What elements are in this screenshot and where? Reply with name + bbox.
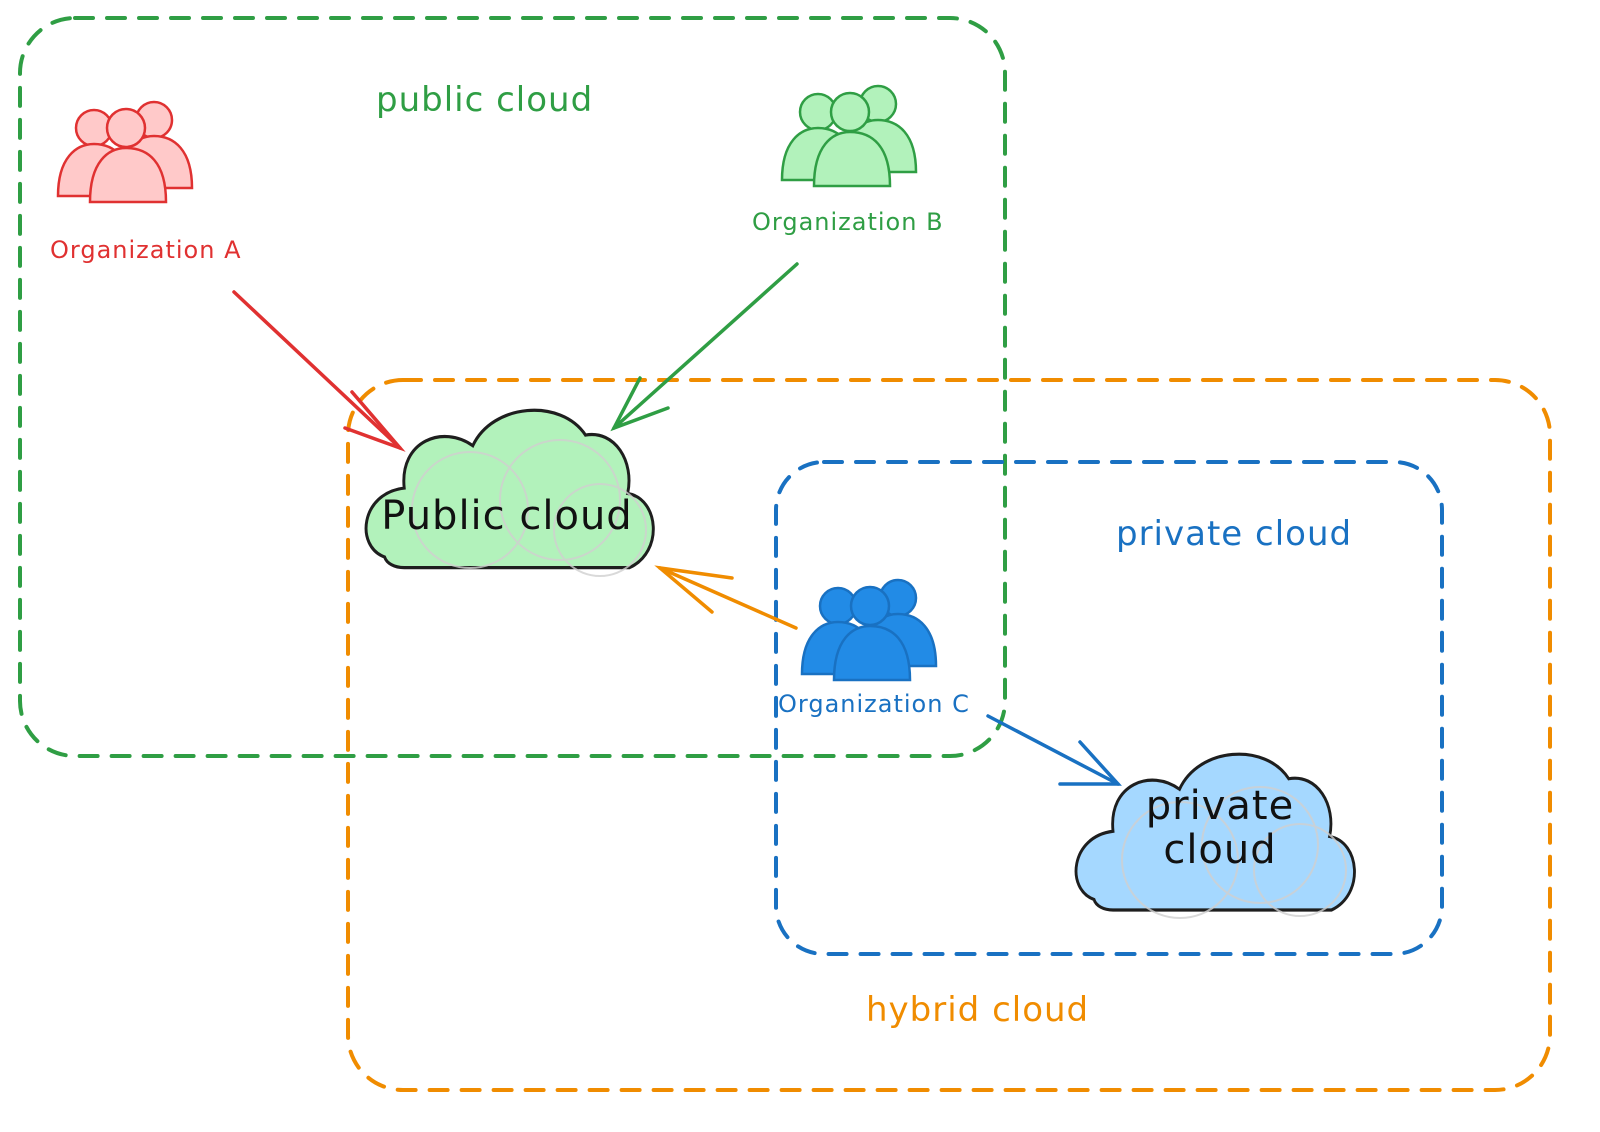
arrow-org-c-to-public-cloud: [654, 565, 798, 630]
private-cloud-label: private cloud: [1120, 784, 1320, 872]
users-group-icon: [56, 100, 194, 204]
public-cloud-zone-label: public cloud: [376, 80, 594, 120]
users-group-icon: [800, 578, 938, 682]
private-cloud-label-line2: cloud: [1163, 827, 1277, 873]
cloud-texture: [1121, 786, 1347, 919]
hybrid-cloud-zone-label: hybrid cloud: [866, 990, 1090, 1030]
arrow-org-b-to-public-cloud: [610, 262, 799, 432]
cloud-texture: [411, 439, 647, 577]
private-cloud-zone-label: private cloud: [1116, 514, 1353, 554]
organization-a-label: Organization A: [50, 236, 242, 264]
private-cloud-label-line1: private: [1145, 783, 1295, 829]
cloud-icon: [364, 408, 655, 570]
hybrid-cloud-zone: [346, 378, 1552, 1092]
arrow-org-a-to-public-cloud: [232, 290, 406, 452]
private-cloud-zone: [774, 460, 1444, 956]
users-group-icon: [780, 84, 918, 188]
organization-c-label: Organization C: [778, 690, 970, 718]
public-cloud-label: Public cloud: [381, 493, 633, 539]
arrow-org-c-to-private-cloud: [986, 714, 1122, 786]
organization-b-label: Organization B: [752, 208, 944, 236]
public-cloud-zone: [18, 16, 1007, 758]
